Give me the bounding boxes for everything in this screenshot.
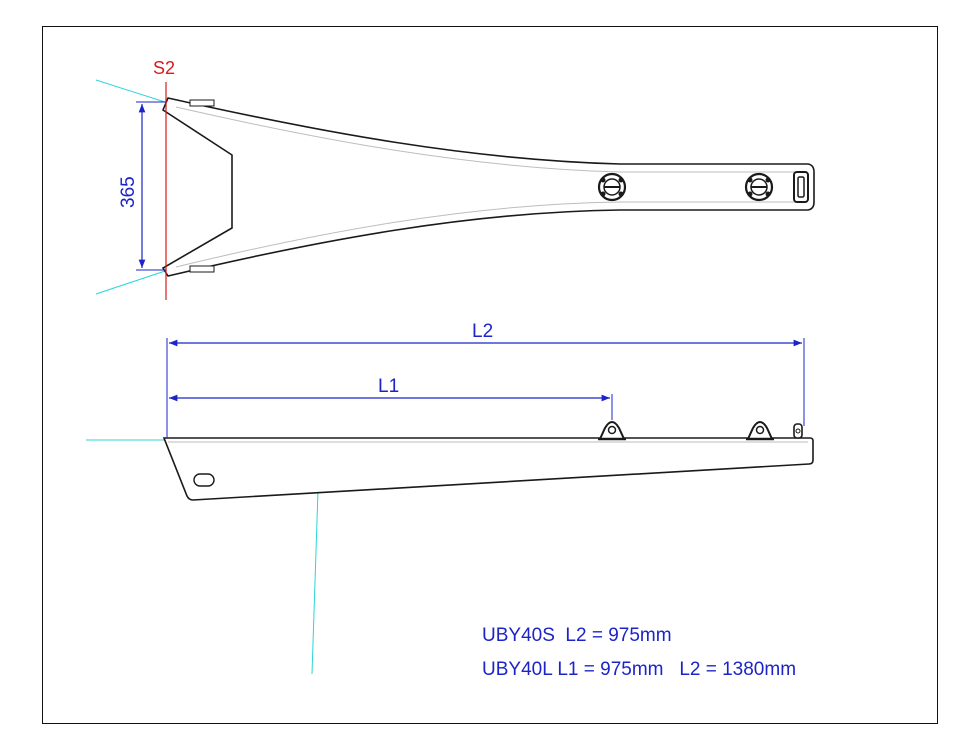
inner-contour [175,106,800,268]
l1-dimension-label: L1 [378,376,399,397]
pad-eye-1 [598,421,626,441]
bracket-side-outline [162,437,814,501]
side-view: L2 L1 [86,321,814,675]
shackle-fitting-1 [597,172,627,202]
spec-line-s: UBY40S L2 = 975mm [482,625,672,646]
end-eye [793,423,803,439]
mount-tab-bottom [189,265,215,273]
section-label: S2 [153,58,175,78]
l2-dimension-label: L2 [472,321,493,342]
reference-line-top [95,79,169,104]
drawing-frame [42,26,938,724]
mount-tab-top [189,99,215,107]
spec-line-l: UBY40L L1 = 975mm L2 = 1380mm [482,659,796,680]
end-slot [793,171,809,203]
pad-eye-2 [746,421,774,441]
reference-line-vertical [311,489,319,675]
top-view: S2 365 [95,58,815,300]
bracket-top-outline [161,97,815,277]
shackle-fitting-2 [744,172,774,202]
spec-notes: UBY40S L2 = 975mm UBY40L L1 = 975mm L2 =… [482,625,796,680]
width-dimension-label: 365 [118,176,139,208]
reference-line-bottom [95,269,169,295]
side-hole [193,473,215,487]
